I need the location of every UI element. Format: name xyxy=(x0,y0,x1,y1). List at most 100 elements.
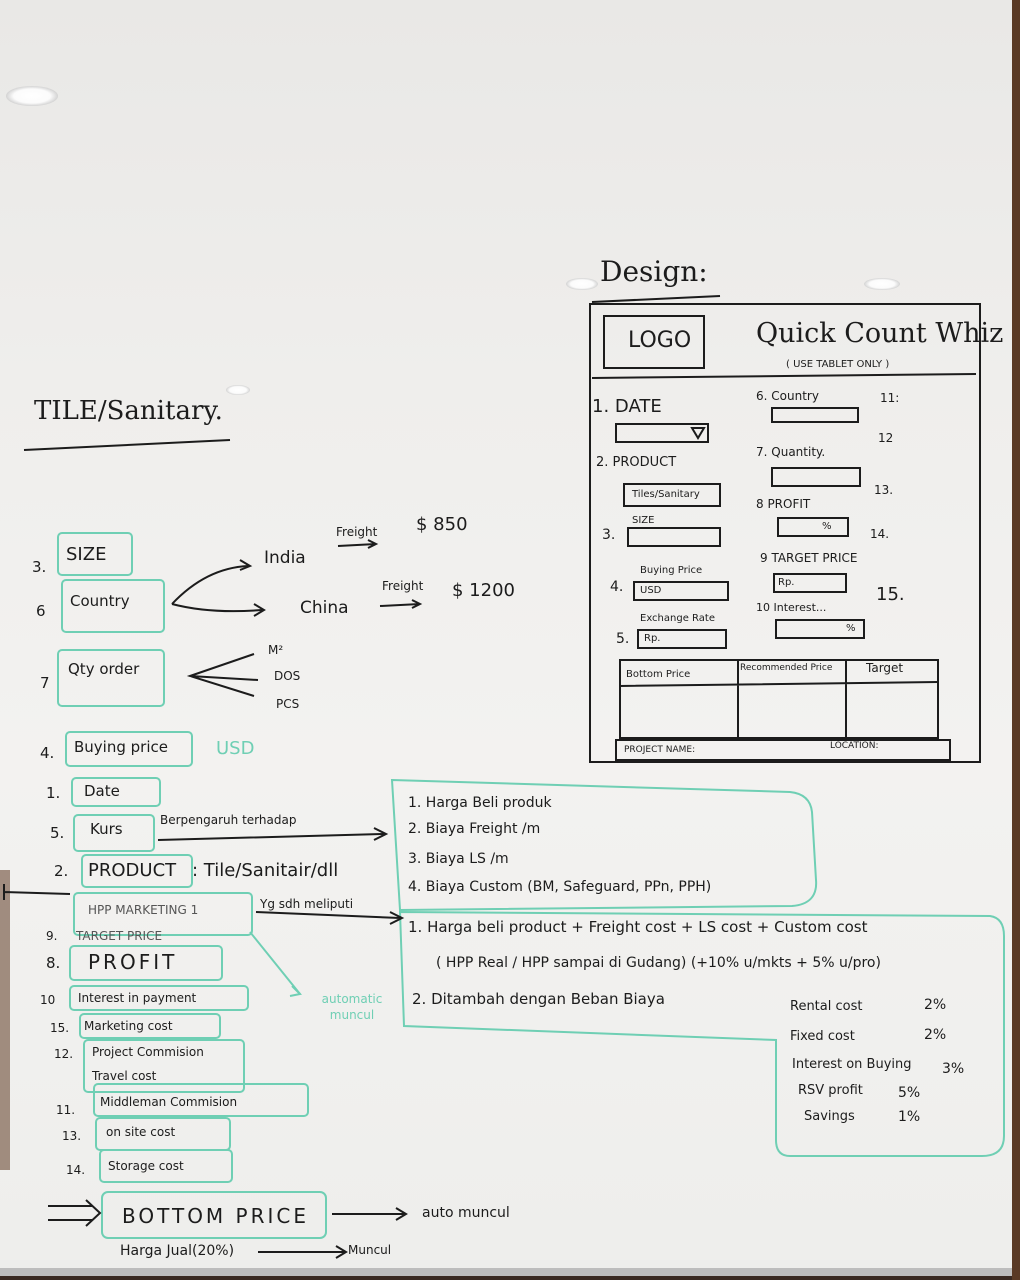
field-num-onsite: 13. xyxy=(62,1129,82,1143)
hpp-line-1: 1. Harga beli product + Freight cost + L… xyxy=(408,918,868,936)
field-kurs: Kurs xyxy=(90,820,123,838)
field-target: TARGET PRICE xyxy=(76,929,163,943)
cost-name-rental: Rental cost xyxy=(790,999,863,1014)
bottom-price: BOTTOM PRICE xyxy=(122,1204,310,1228)
ceiling-light-reflection xyxy=(566,278,598,290)
design-app-note: ( USE TABLET ONLY ) xyxy=(786,359,890,370)
cost-name-interest: Interest on Buying xyxy=(792,1057,912,1072)
field-num-country: 6 xyxy=(36,602,46,620)
design-footer-location: LOCATION: xyxy=(830,741,879,751)
field-num-product: 2. xyxy=(54,862,69,880)
branch-india-freight-value: $ 850 xyxy=(416,514,468,535)
cost-pct-rental: 2% xyxy=(924,997,947,1013)
design-rate-value: Rp. xyxy=(644,633,661,644)
field-project: Project Commision xyxy=(92,1045,204,1059)
field-num-middleman: 11. xyxy=(56,1103,76,1117)
tile-sanitary-title: TILE/Sanitary. xyxy=(34,396,223,426)
field-num-kurs: 5. xyxy=(50,824,65,842)
field-hpp: HPP MARKETING 1 xyxy=(88,903,199,917)
qty-unit-dos: DOS xyxy=(274,669,301,683)
design-date-label: 1. DATE xyxy=(592,396,662,417)
hpp-line-3: 2. Ditambah dengan Beban Biaya xyxy=(412,990,665,1008)
design-side-11: 11: xyxy=(880,391,900,405)
wall-edge-left xyxy=(0,870,10,1170)
field-num-qty: 7 xyxy=(40,674,50,692)
design-target-label: 9 TARGET PRICE xyxy=(760,551,858,565)
field-num-buying: 4. xyxy=(40,744,55,762)
field-num-size: 3. xyxy=(32,558,47,576)
branch-india: India xyxy=(264,548,306,568)
ceiling-light-reflection xyxy=(6,86,58,106)
cost-name-savings: Savings xyxy=(804,1109,855,1124)
field-buying-note: USD xyxy=(216,738,255,759)
kurs-arrow-note: Berpengaruh terhadap xyxy=(160,813,297,827)
design-profit-label: 8 PROFIT xyxy=(756,497,811,511)
selling-price-note: Muncul xyxy=(348,1243,392,1257)
branch-china-freight-label: Freight xyxy=(382,579,424,593)
field-profit: PROFIT xyxy=(88,950,178,974)
design-buying-value: USD xyxy=(640,585,662,596)
field-num-profit: 8. xyxy=(46,954,61,972)
field-storage: Storage cost xyxy=(108,1159,184,1173)
automatic-note: automatic muncul xyxy=(321,992,383,1022)
field-date: Date xyxy=(84,782,120,800)
field-num-target: 9. xyxy=(46,929,58,943)
ceiling-light-reflection xyxy=(864,278,900,290)
field-size: SIZE xyxy=(66,544,107,565)
field-buying: Buying price xyxy=(74,738,168,756)
field-travel: Travel cost xyxy=(92,1069,157,1083)
field-marketing: Marketing cost xyxy=(84,1019,173,1033)
design-rate-num: 5. xyxy=(616,631,630,647)
design-buying-num: 4. xyxy=(610,579,624,595)
design-side-13: 13. xyxy=(874,483,894,497)
field-qty: Qty order xyxy=(68,660,140,678)
design-app-name: Quick Count Whiz xyxy=(756,318,1004,349)
cost-pct-fixed: 2% xyxy=(924,1027,947,1043)
design-buying-caption: Buying Price xyxy=(640,565,703,576)
design-logo: LOGO xyxy=(628,328,692,353)
design-heading: Design: xyxy=(600,255,708,288)
design-country-label: 6. Country xyxy=(756,389,819,403)
design-target-value: Rp. xyxy=(778,577,795,588)
ceiling-light-reflection xyxy=(226,385,250,395)
design-size-caption: SIZE xyxy=(632,515,655,526)
field-num-interest: 10 xyxy=(40,993,56,1007)
field-num-storage: 14. xyxy=(66,1163,86,1177)
kurs-item-2: 2. Biaya Freight /m xyxy=(408,821,541,837)
cost-pct-savings: 1% xyxy=(898,1109,921,1125)
cost-name-rsv: RSV profit xyxy=(798,1083,863,1098)
field-product: PRODUCT xyxy=(88,860,177,881)
branch-china: China xyxy=(300,598,349,618)
kurs-item-4: 4. Biaya Custom (BM, Safeguard, PPn, PPH… xyxy=(408,879,712,895)
bottom-price-note: auto muncul xyxy=(422,1205,510,1221)
field-country: Country xyxy=(70,592,130,610)
design-interest-label: 10 Interest... xyxy=(756,601,827,614)
design-side-12: 12 xyxy=(878,431,894,445)
design-interest-value: % xyxy=(846,623,856,634)
design-footer-project: PROJECT NAME: xyxy=(624,745,696,755)
hpp-line-2: ( HPP Real / HPP sampai di Gudang) (+10%… xyxy=(436,955,881,971)
field-num-marketing: 15. xyxy=(50,1021,70,1035)
wall-edge xyxy=(1012,0,1020,1280)
selling-price: Harga Jual(20%) xyxy=(120,1243,235,1259)
kurs-item-1: 1. Harga Beli produk xyxy=(408,795,552,811)
design-side-15: 15. xyxy=(876,584,905,605)
design-product-value: Tiles/Sanitary xyxy=(632,489,700,500)
cost-pct-interest: 3% xyxy=(942,1061,965,1077)
branch-china-freight-value: $ 1200 xyxy=(452,580,515,601)
field-interest: Interest in payment xyxy=(78,991,197,1005)
field-num-project: 12. xyxy=(54,1047,74,1061)
field-onsite: on site cost xyxy=(106,1125,176,1139)
design-side-14: 14. xyxy=(870,527,890,541)
branch-india-freight-label: Freight xyxy=(336,525,378,539)
qty-unit-m2: M² xyxy=(268,643,284,657)
cost-pct-rsv: 5% xyxy=(898,1085,921,1101)
field-middleman: Middleman Commision xyxy=(100,1095,238,1109)
design-product-label: 2. PRODUCT xyxy=(596,455,677,470)
design-size-num: 3. xyxy=(602,527,616,543)
field-num-date: 1. xyxy=(46,784,61,802)
cost-name-fixed: Fixed cost xyxy=(790,1029,855,1044)
design-rate-caption: Exchange Rate xyxy=(640,613,715,624)
design-th-recommended: Recommended Price xyxy=(740,663,833,673)
